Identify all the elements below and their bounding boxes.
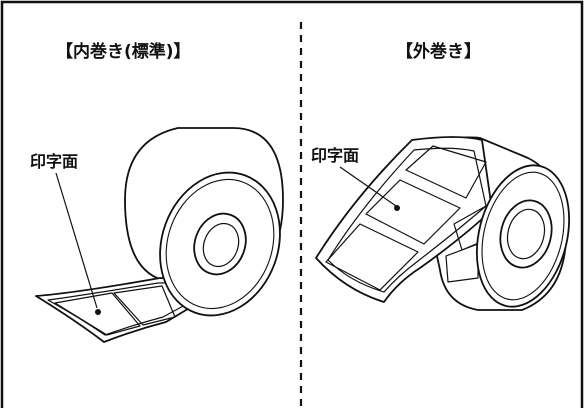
left-print-side-callout: 印字面 — [30, 152, 78, 171]
outer-wound-roll-illustration — [315, 136, 571, 311]
label-3 — [405, 145, 487, 199]
roll-face-ring — [165, 178, 275, 310]
right-panel-title: 【外巻き】 — [396, 41, 481, 62]
label-2 — [365, 179, 461, 245]
roll-core-inner — [506, 208, 546, 260]
roll-core-inner — [202, 222, 240, 268]
right-callout-leader — [339, 166, 397, 207]
label-1 — [325, 223, 419, 291]
right-callout-dot — [394, 205, 400, 211]
label-5-on-roll — [445, 243, 479, 283]
inner-wound-roll-illustration — [35, 127, 284, 343]
label-strip-outer — [315, 136, 493, 303]
right-print-side-callout: 印字面 — [311, 146, 359, 165]
left-panel-title: 【内巻き(標準)】 — [56, 41, 191, 62]
left-callout-dot — [95, 309, 101, 315]
label-2 — [113, 285, 176, 326]
left-callout-leader — [55, 172, 98, 309]
label-strip-inner — [327, 147, 487, 293]
roll-face-ring — [481, 171, 565, 301]
